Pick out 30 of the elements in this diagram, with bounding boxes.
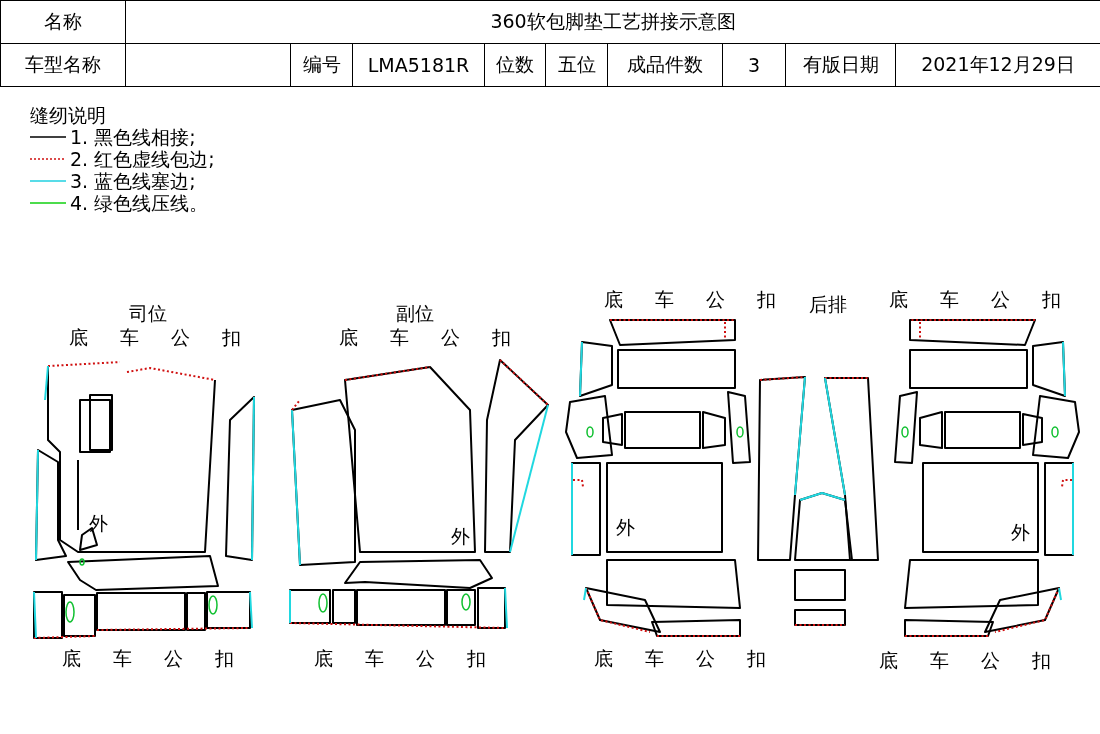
table-label-cell: 成品件数 <box>607 43 723 87</box>
edge-note: 底 车 公 扣 <box>878 648 1052 673</box>
edge-note: 底 车 公 扣 <box>888 287 1062 312</box>
legend-text: 3. 蓝色线塞边; <box>70 170 196 192</box>
edge-note: 底 车 公 扣 <box>593 646 767 671</box>
legend-text: 1. 黑色线相接; <box>70 126 196 148</box>
edge-note: 底 车 公 扣 <box>61 646 235 671</box>
legend-text: 2. 红色虚线包边; <box>70 148 215 170</box>
table-value-cell: 3 <box>722 43 786 87</box>
table-label-cell: 位数 <box>484 43 546 87</box>
side-mark: 外 <box>1010 520 1030 545</box>
edge-note: 底 车 公 扣 <box>603 287 777 312</box>
side-mark: 外 <box>450 524 470 549</box>
edge-note: 底 车 公 扣 <box>338 325 512 350</box>
side-mark: 外 <box>88 511 108 536</box>
table-label-cell: 有版日期 <box>785 43 896 87</box>
table-value-cell: 五位 <box>545 43 608 87</box>
section-title: 副位 <box>396 301 434 326</box>
table-title-cell: 360软包脚垫工艺拼接示意图 <box>125 0 1100 44</box>
side-mark: 外 <box>615 515 635 540</box>
legend-text: 4. 绿色线压线。 <box>70 192 209 214</box>
section-title: 司位 <box>129 301 167 326</box>
table-label-cell: 名称 <box>0 0 126 44</box>
table-label-cell: 编号 <box>290 43 353 87</box>
table-value-cell: LMA5181R <box>352 43 485 87</box>
legend-heading: 缝纫说明 <box>30 104 106 126</box>
edge-note: 底 车 公 扣 <box>68 325 242 350</box>
edge-note: 底 车 公 扣 <box>313 646 487 671</box>
table-label-cell: 车型名称 <box>0 43 126 87</box>
section-title: 后排 <box>809 292 847 317</box>
